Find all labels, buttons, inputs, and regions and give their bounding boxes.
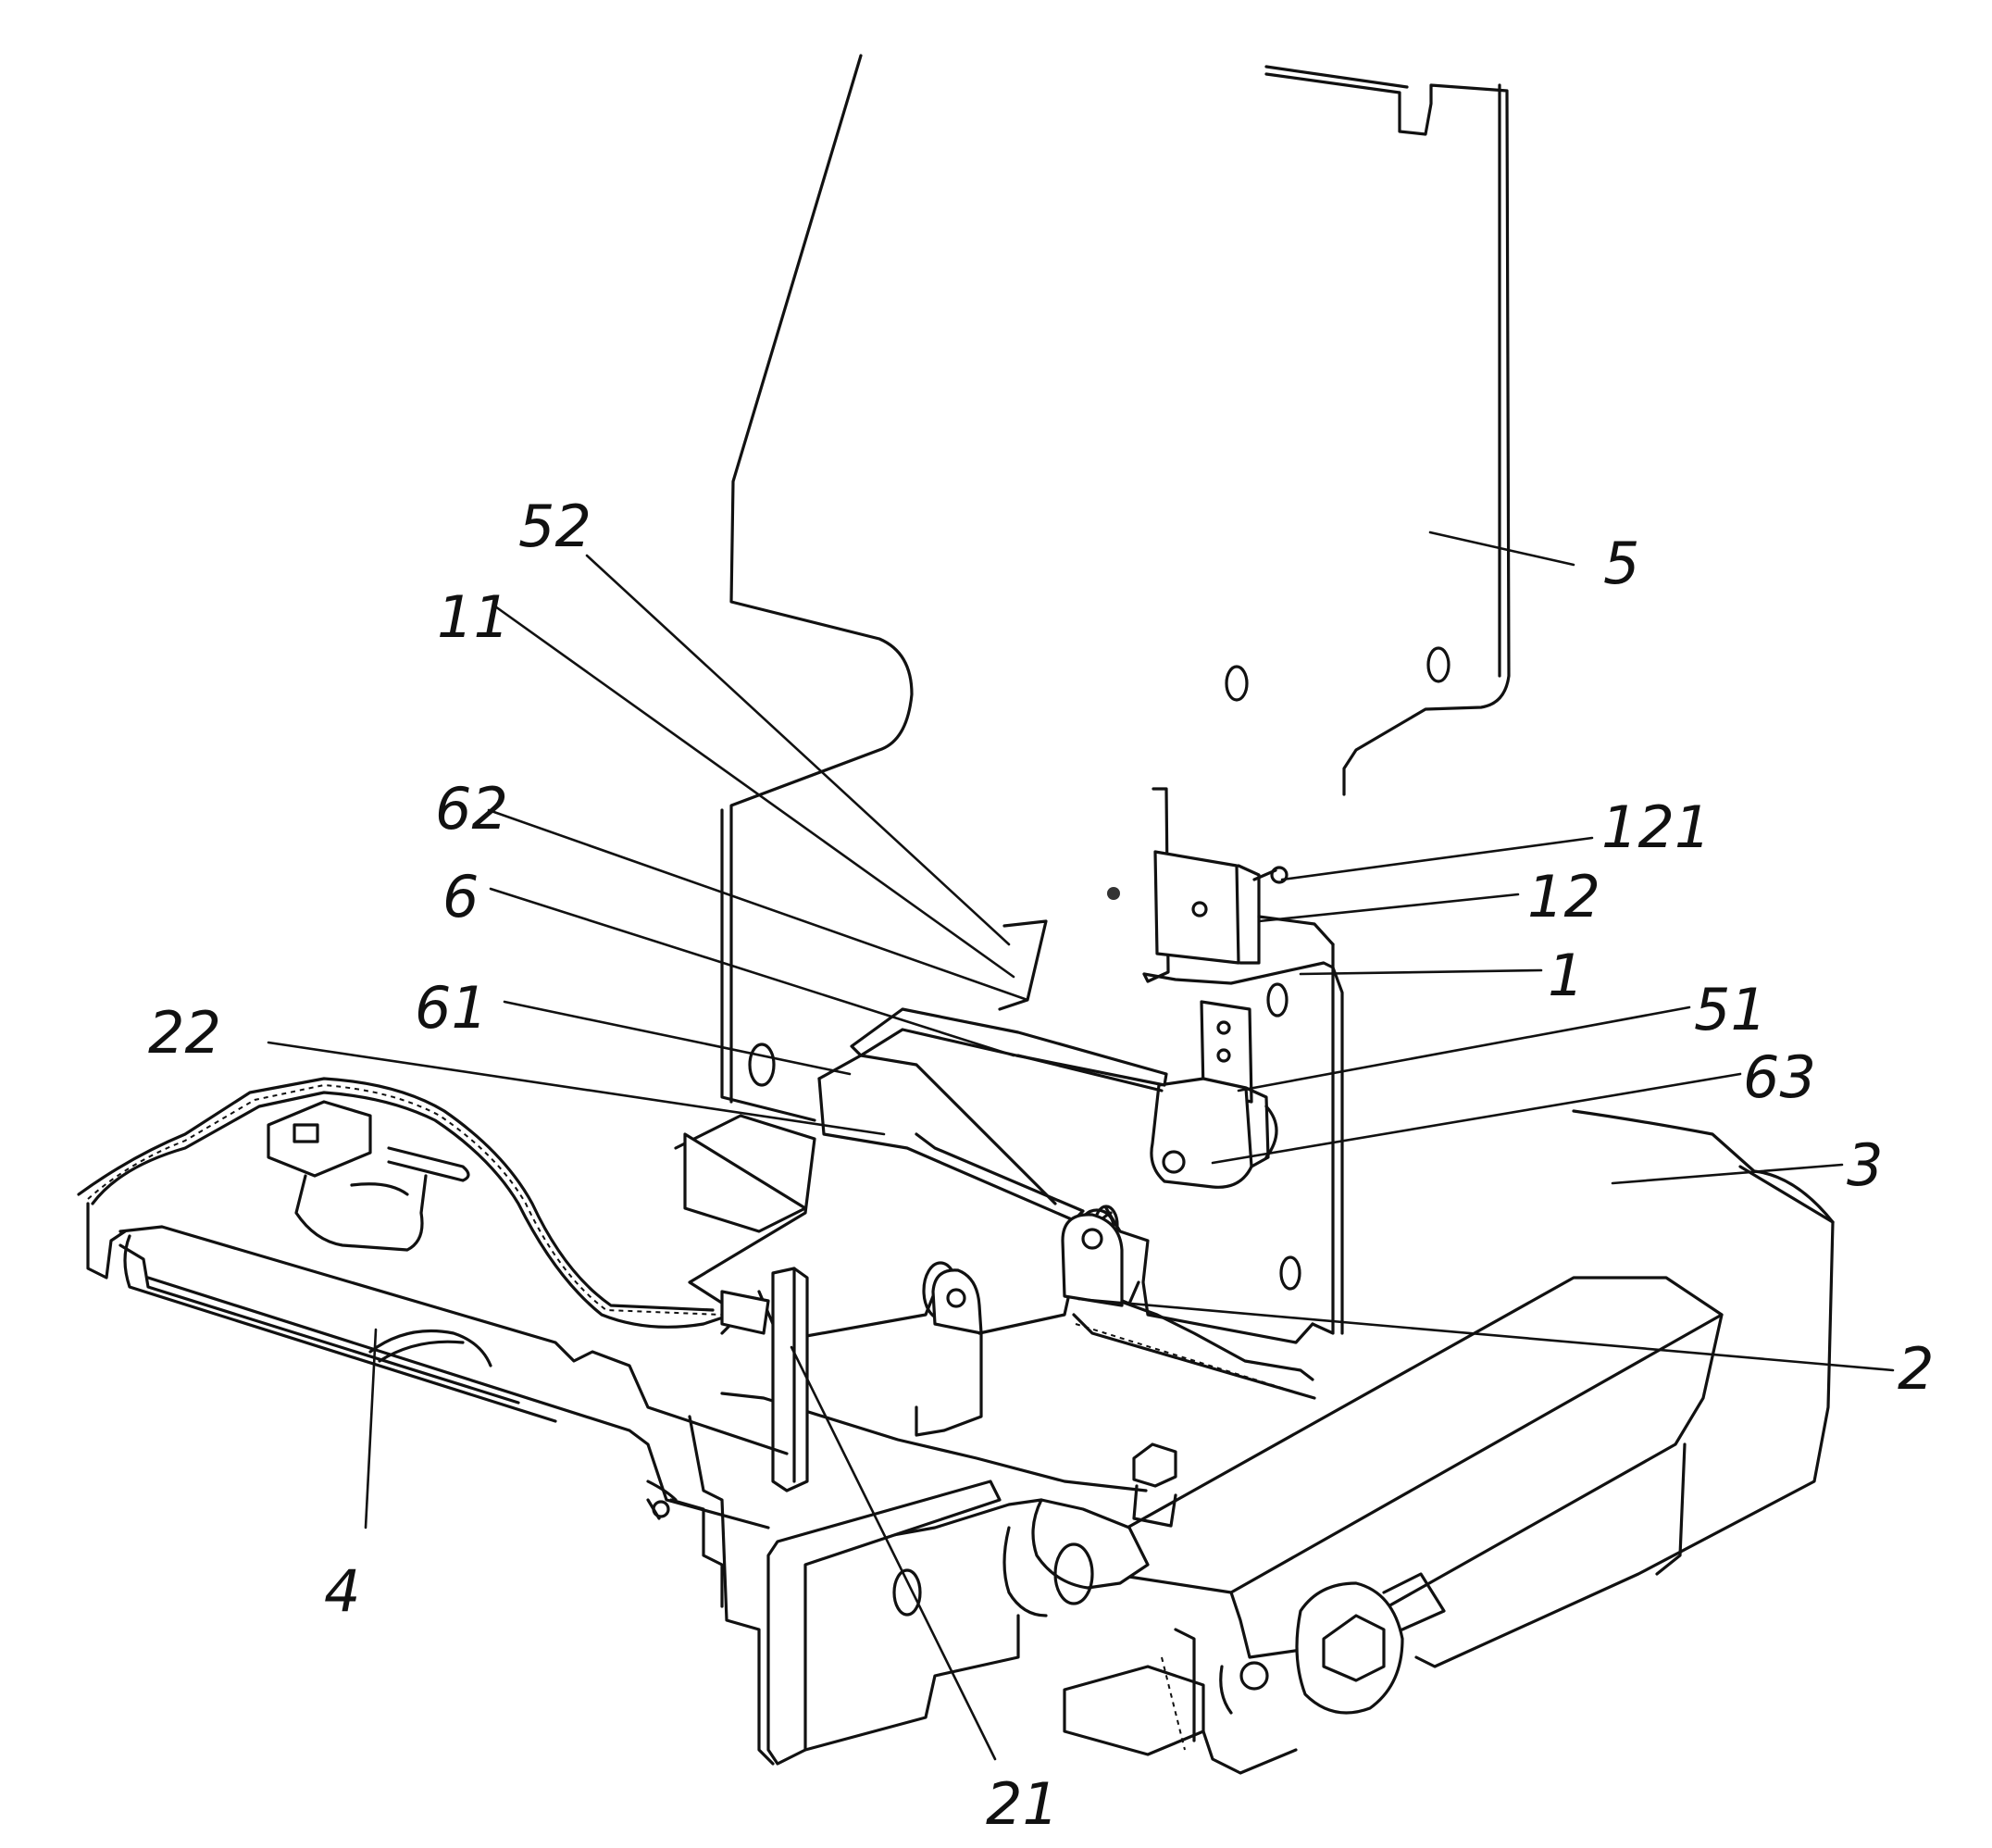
label-22: 22 bbox=[148, 999, 221, 1067]
hinge-51 bbox=[1150, 1000, 1278, 1189]
label-6: 6 bbox=[442, 863, 479, 930]
label-2: 2 bbox=[1898, 1335, 1934, 1403]
label-61: 61 bbox=[415, 974, 488, 1042]
beam-3 bbox=[1109, 1109, 1835, 1668]
bracket-22 bbox=[267, 1100, 807, 1335]
side-plate bbox=[720, 808, 1048, 1122]
link-6 bbox=[817, 1007, 1168, 1222]
lower-mount bbox=[1063, 1628, 1298, 1775]
reference-labels: 5 52 11 62 6 61 22 121 12 1 51 63 3 2 4 … bbox=[148, 493, 1934, 1838]
label-121: 121 bbox=[1601, 793, 1711, 861]
cylinder-4 bbox=[77, 1077, 789, 1608]
label-5: 5 bbox=[1603, 530, 1639, 597]
label-62: 62 bbox=[435, 775, 508, 843]
label-52: 52 bbox=[518, 493, 591, 560]
label-3: 3 bbox=[1847, 1131, 1883, 1199]
label-51: 51 bbox=[1694, 976, 1767, 1043]
post-21 bbox=[771, 1267, 809, 1492]
label-4: 4 bbox=[324, 1557, 360, 1625]
label-11: 11 bbox=[437, 583, 510, 651]
label-63: 63 bbox=[1743, 1043, 1816, 1111]
pivot-lugs bbox=[931, 1213, 1124, 1335]
label-21: 21 bbox=[986, 1770, 1059, 1838]
leader-lines bbox=[267, 531, 1895, 1761]
left-extension bbox=[688, 1415, 1043, 1766]
upright-plate bbox=[729, 54, 1511, 1104]
label-12: 12 bbox=[1527, 863, 1600, 930]
bolt-assembly bbox=[1002, 1442, 1446, 1715]
label-1: 1 bbox=[1548, 942, 1584, 1009]
